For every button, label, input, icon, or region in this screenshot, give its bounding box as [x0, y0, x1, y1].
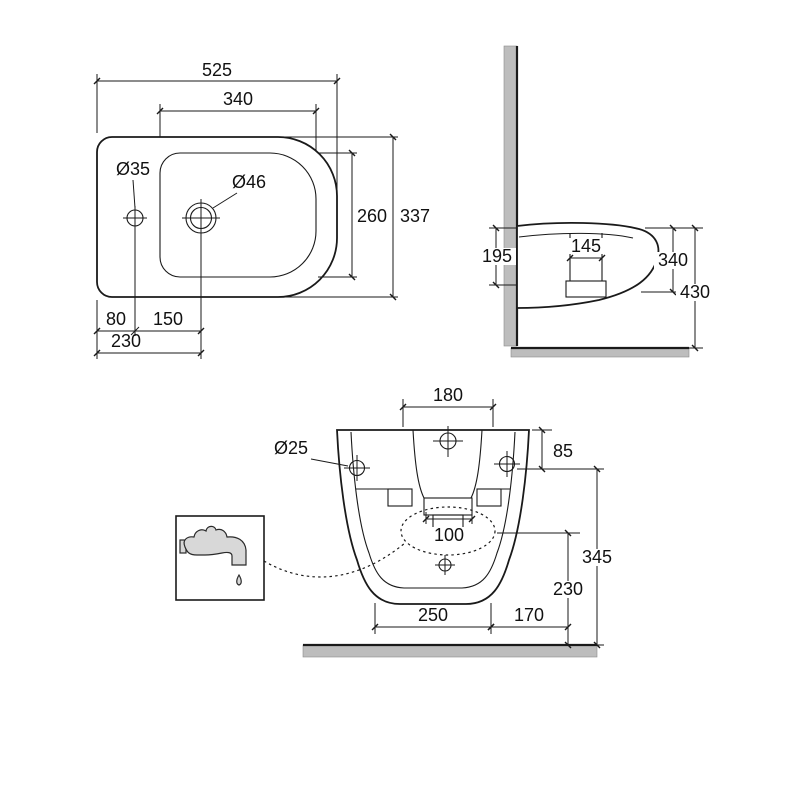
dim-bowl-depth: 260: [357, 206, 387, 226]
fixing-pocket-left: [387, 488, 413, 507]
floor-section: [510, 347, 690, 358]
label-mask: [478, 248, 516, 265]
tap-icon: [183, 525, 247, 566]
label-mask: [578, 549, 616, 566]
dim-inlet-span: 100: [434, 525, 464, 545]
dim-overall-depth: 337: [400, 206, 430, 226]
label-mask: [549, 581, 587, 598]
rim-section-line: [518, 232, 634, 239]
tap-hole-crosshair: [123, 206, 147, 230]
dim-rear-height: 195: [482, 246, 512, 266]
dim-tap-to-drain: 150: [153, 309, 183, 329]
dim-fixing-width: 180: [433, 385, 463, 405]
bowl-channel-right: [470, 429, 483, 499]
label-fixing-hole-diameter: Ø25: [274, 438, 308, 458]
dim-overall-width: 525: [202, 60, 232, 80]
dim-height-a: 340: [658, 250, 688, 270]
detail-leader-dotted: [263, 542, 406, 578]
fixing-hole-left-crosshair: [344, 455, 370, 481]
dim-height-total: 345: [582, 547, 612, 567]
drain-crosshair: [182, 199, 220, 237]
dim-height-b: 430: [680, 282, 710, 302]
inlet-crosshair: [435, 555, 455, 575]
leader-line: [310, 458, 349, 467]
bidet-inner-outline: [159, 152, 317, 278]
label-mask: [430, 527, 468, 544]
dimension-tick: [130, 326, 140, 336]
back-view: Ø25 180 85 100 345 230 250 170: [274, 385, 616, 658]
center-crosshair: [433, 426, 463, 457]
bidet-outer-outline: [96, 136, 338, 298]
dim-base-width: 250: [418, 605, 448, 625]
label-mask: [568, 238, 604, 254]
dim-side-offset: 170: [514, 605, 544, 625]
plan-view: 525 340 Ø35 Ø46 260 337: [93, 60, 430, 359]
label-mask: [654, 252, 692, 269]
wall-section: [503, 45, 518, 347]
trap-outlet: [565, 280, 607, 298]
floor-section: [302, 644, 598, 658]
dim-left-to-tap: 80: [106, 309, 126, 329]
leader-line: [212, 192, 238, 209]
dim-inner-width: 145: [571, 236, 601, 256]
dim-tap-deck-width: 340: [223, 89, 253, 109]
inset-frame: [175, 515, 265, 601]
water-drop-icon: [236, 573, 242, 586]
dim-left-to-drain: 230: [111, 331, 141, 351]
dim-height-mid: 230: [553, 579, 583, 599]
bowl-channel-left: [412, 429, 425, 499]
label-tap-hole-diameter: Ø35: [116, 159, 150, 179]
leader-line: [132, 179, 136, 209]
dim-top-offset: 85: [553, 441, 573, 461]
label-drain-diameter: Ø46: [232, 172, 266, 192]
inlet-detail-ellipse: [400, 506, 496, 556]
inner-contour: [350, 431, 516, 589]
label-mask: [676, 284, 714, 301]
tap-detail-inset: [175, 515, 406, 601]
side-view: 195 145 340 430: [478, 45, 714, 358]
fixing-hole-right-crosshair: [494, 451, 520, 477]
fixing-pocket-right: [476, 488, 502, 507]
